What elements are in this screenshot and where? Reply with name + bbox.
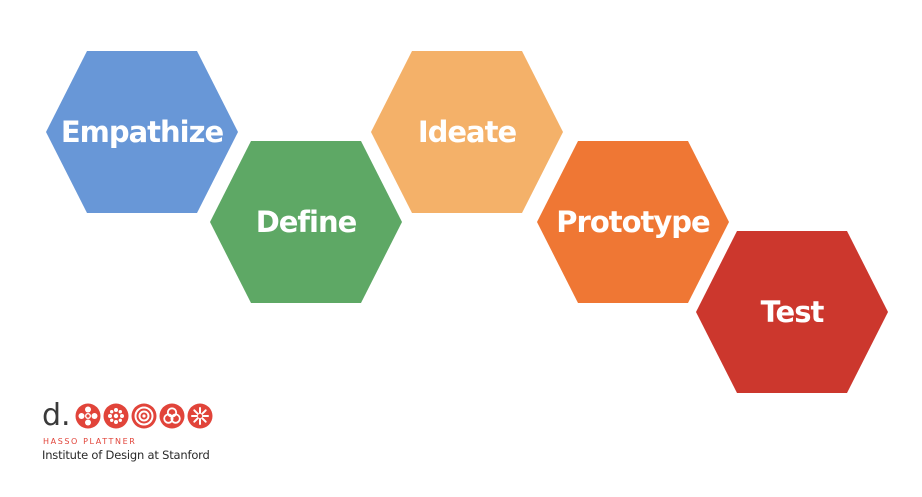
stage-define: Define <box>210 141 402 303</box>
stage-empathize: Empathize <box>46 51 238 213</box>
stage-prototype-label: Prototype <box>556 205 710 239</box>
stage-prototype-hexagon <box>537 141 729 303</box>
stage-ideate-label: Ideate <box>418 115 517 149</box>
stage-ideate: Ideate <box>371 51 563 213</box>
logo-hasso-plattner: HASSO PLATTNER <box>43 437 137 446</box>
logo-institute-name: Institute of Design at Stanford <box>42 448 210 462</box>
stage-empathize-hexagon <box>46 51 238 213</box>
stage-test-label: Test <box>761 295 825 329</box>
flower-circle-icon <box>75 403 101 429</box>
stage-prototype: Prototype <box>537 141 729 303</box>
star-circle-icon <box>187 403 213 429</box>
target-circle-icon <box>131 403 157 429</box>
dschool-logo: d. <box>42 400 282 470</box>
stage-define-hexagon <box>210 141 402 303</box>
triangle-circle-icon <box>159 403 185 429</box>
stage-test-hexagon <box>696 231 888 393</box>
stage-empathize-label: Empathize <box>61 115 224 149</box>
logo-icon-row <box>75 403 213 429</box>
stage-define-label: Define <box>256 205 357 239</box>
dotted-circle-icon <box>103 403 129 429</box>
logo-mark-text: d. <box>42 398 71 433</box>
stage-test: Test <box>696 231 888 393</box>
stage-ideate-hexagon <box>371 51 563 213</box>
